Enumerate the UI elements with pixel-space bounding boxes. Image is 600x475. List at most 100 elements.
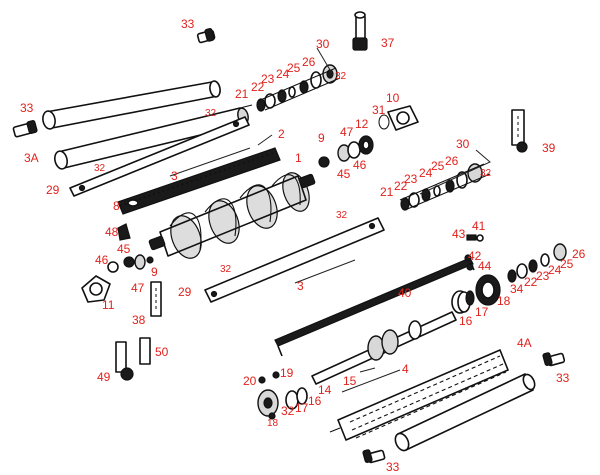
screws-group bbox=[464, 234, 484, 271]
stub-shaft-right bbox=[542, 352, 566, 367]
callout-label: 24 bbox=[419, 166, 433, 180]
callout-label: 3 bbox=[297, 279, 304, 293]
callout-label: 21 bbox=[380, 185, 394, 199]
callout-label: 30 bbox=[456, 137, 470, 151]
stub-shaft-bottom bbox=[362, 449, 386, 464]
callout-label: 44 bbox=[478, 259, 492, 273]
callout-label: 37 bbox=[381, 36, 395, 50]
callout-label: 46 bbox=[95, 253, 109, 267]
callout-label: 29 bbox=[46, 183, 60, 197]
groomer-roller-4a bbox=[329, 349, 509, 441]
bracket-49 bbox=[115, 341, 134, 381]
callout-label: 24 bbox=[276, 67, 290, 81]
callout-label: 17 bbox=[295, 401, 309, 415]
callout-label: 23 bbox=[536, 269, 550, 283]
callout-label: 45 bbox=[337, 167, 351, 181]
callout-label: 49 bbox=[97, 370, 111, 384]
callout-label: 46 bbox=[353, 158, 367, 172]
rear-roller bbox=[394, 373, 536, 452]
callout-label: 20 bbox=[243, 374, 257, 388]
bearing-stack-top bbox=[256, 64, 341, 112]
callout-label: 43 bbox=[452, 227, 466, 241]
callout-label: 9 bbox=[151, 265, 158, 279]
callout-label: 41 bbox=[472, 219, 486, 233]
callout-label: 33 bbox=[386, 460, 400, 474]
callout-label: 22 bbox=[394, 179, 408, 193]
callout-label: 3A bbox=[24, 151, 39, 165]
callout-label: 26 bbox=[572, 247, 586, 261]
height-bracket-39 bbox=[511, 109, 528, 153]
callout-label: 33 bbox=[181, 17, 195, 31]
left-side-small-parts bbox=[81, 199, 154, 303]
callout-label: 21 bbox=[235, 87, 249, 101]
reel-1 bbox=[148, 172, 316, 259]
front-roller-top bbox=[42, 80, 221, 130]
callout-label: 47 bbox=[131, 281, 145, 295]
callout-label: 45 bbox=[117, 242, 131, 256]
callout-label: 32 bbox=[220, 264, 232, 275]
callout-label: 29 bbox=[178, 285, 192, 299]
callout-label: 10 bbox=[386, 91, 400, 105]
callout-label: 32 bbox=[336, 210, 348, 221]
callout-label: 26 bbox=[445, 154, 459, 168]
bearing-stack-mid bbox=[399, 163, 491, 211]
bracket-38 bbox=[150, 281, 162, 317]
callout-label: 24 bbox=[548, 263, 562, 277]
callout-label: 47 bbox=[340, 125, 354, 139]
callout-label: 19 bbox=[280, 366, 294, 380]
callout-label: 22 bbox=[251, 80, 265, 94]
callout-label: 12 bbox=[355, 117, 369, 131]
adjuster-shaft-37 bbox=[352, 11, 368, 51]
callout-label: 31 bbox=[372, 103, 386, 117]
bearing-group-right bbox=[457, 290, 475, 313]
callout-label: 14 bbox=[318, 383, 332, 397]
callout-label: 48 bbox=[105, 225, 119, 239]
bearing-group-lower-left bbox=[257, 371, 308, 420]
stub-shaft-left bbox=[12, 120, 38, 138]
callout-label: 32 bbox=[94, 163, 106, 174]
callout-label: 42 bbox=[468, 249, 482, 263]
bracket-50 bbox=[139, 337, 151, 365]
callout-label: 15 bbox=[343, 374, 357, 388]
callout-label: 22 bbox=[524, 275, 538, 289]
callout-label: 4 bbox=[402, 362, 409, 376]
callout-label: 2 bbox=[278, 127, 285, 141]
stub-shaft-top bbox=[196, 28, 216, 44]
callout-label: 30 bbox=[316, 37, 330, 51]
callout-label: 32 bbox=[480, 168, 492, 179]
callout-label: 33 bbox=[20, 101, 34, 115]
callout-label: 1 bbox=[295, 151, 302, 165]
callout-label: 34 bbox=[510, 282, 524, 296]
callout-label: 18 bbox=[267, 418, 279, 429]
callout-label: 32 bbox=[335, 71, 347, 82]
bedbar-3 bbox=[69, 116, 250, 197]
bedbar-3-lower bbox=[204, 217, 385, 303]
callout-label: 4A bbox=[517, 336, 532, 350]
callout-label: 16 bbox=[459, 314, 473, 328]
callout-label: 3 bbox=[171, 169, 178, 183]
callout-label: 25 bbox=[560, 257, 574, 271]
callout-label: 18 bbox=[497, 294, 511, 308]
bearing-group-center bbox=[318, 135, 374, 168]
callout-label: 39 bbox=[542, 141, 556, 155]
callout-label: 33 bbox=[556, 371, 570, 385]
callout-label: 11 bbox=[102, 298, 115, 312]
callout-label: 40 bbox=[398, 286, 412, 300]
callout-label: 26 bbox=[302, 55, 316, 69]
drive-shaft-4 bbox=[311, 274, 501, 385]
callout-label: 9 bbox=[318, 131, 325, 145]
callout-label: 32 bbox=[281, 404, 295, 418]
callout-label: 25 bbox=[431, 159, 445, 173]
front-roller-3a bbox=[54, 104, 253, 170]
callout-label: 38 bbox=[132, 313, 146, 327]
bearing-stack-lower bbox=[507, 243, 567, 283]
callout-label: 50 bbox=[155, 345, 169, 359]
callout-label: 8 bbox=[113, 199, 120, 213]
callout-label: 32 bbox=[205, 108, 217, 119]
callout-label: 23 bbox=[404, 172, 418, 186]
callout-label: 25 bbox=[287, 61, 301, 75]
callout-label: 17 bbox=[475, 305, 489, 319]
callout-labels: 33 37 30 32 26 25 24 23 22 21 33 32 10 3… bbox=[20, 17, 586, 474]
bearing-housing-10 bbox=[378, 105, 419, 131]
